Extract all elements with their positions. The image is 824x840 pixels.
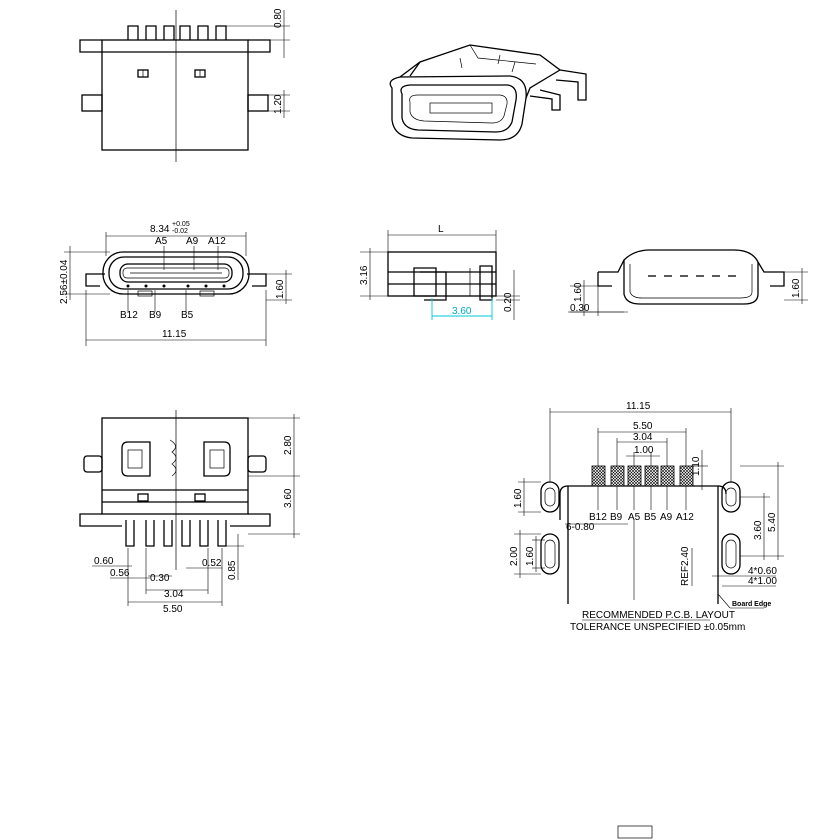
pcb-pin-a9: A9 [660, 512, 673, 523]
dim-pcb-hole-b: 4*1.00 [748, 576, 777, 587]
dim-pcb-360: 3.60 [753, 520, 764, 540]
dim-tab-height: 1.60 [275, 279, 286, 299]
dim-pcb-110: 1.10 [691, 456, 702, 476]
isometric-view [389, 44, 587, 141]
dim-total-width: 11.15 [162, 329, 187, 340]
top-view: 0.80 1.20 [79, 8, 290, 162]
side-view: L 3.16 3.60 0.20 [359, 224, 520, 320]
front-pin-a12: A12 [208, 236, 226, 247]
dim-pcb-total: 11.15 [626, 401, 651, 412]
dim-rear-right: 1.60 [791, 278, 802, 298]
dim-bottom-d: 0.52 [202, 558, 222, 569]
rear-view: 1.60 0.30 1.60 [568, 249, 808, 316]
board-edge-label: Board Edge [732, 601, 771, 608]
dim-pcb-100: 1.00 [634, 445, 654, 456]
dim-opening-tol-minus: -0.02 [172, 228, 188, 235]
pcb-pin-b9: B9 [610, 512, 623, 523]
pcb-pin-a5: A5 [628, 512, 641, 523]
front-pin-a9: A9 [186, 236, 199, 247]
pcb-pin-b12: B12 [589, 512, 607, 523]
dim-pcb-540: 5.40 [767, 512, 778, 532]
dim-bottom-f: 5.50 [163, 604, 183, 615]
dim-side-offset: 0.20 [503, 292, 514, 312]
dim-opening-height: 2.56±0.04 [59, 259, 70, 304]
bottom-view: 2.80 3.60 0.85 5.50 3.04 0.60 0.56 0.30 … [79, 410, 300, 615]
dim-bottom-lower: 3.60 [283, 488, 294, 508]
dim-pcb-160: 1.60 [513, 488, 524, 508]
dim-bottom-b: 0.56 [110, 568, 130, 579]
front-view: A5 A9 A12 B12 B9 B5 8.34 +0.05 -0.02 11.… [59, 221, 292, 346]
dim-pcb-hole-a: 4*0.60 [748, 566, 777, 577]
pcb-pin-b5: B5 [644, 512, 657, 523]
dim-opening-width: 8.34 [150, 224, 170, 235]
dim-rear-tab: 1.60 [573, 282, 584, 302]
front-pin-b5: B5 [181, 310, 194, 321]
dim-pcb-slot-count: 6-0.80 [566, 522, 595, 533]
dim-pcb-304: 3.04 [633, 432, 653, 443]
front-pin-b12: B12 [120, 310, 138, 321]
dim-bottom-a: 0.60 [94, 556, 114, 567]
dim-opening-tol-plus: +0.05 [172, 221, 190, 228]
pcb-tolerance: TOLERANCE UNSPECIFIED ±0.05mm [570, 622, 745, 633]
dim-bottom-upper: 2.80 [283, 435, 294, 455]
dim-pcb-160b: 1.60 [525, 546, 536, 566]
dim-bottom-e: 3.04 [164, 589, 184, 600]
dim-side-height: 3.16 [359, 265, 370, 285]
pcb-layout: B12 B9 A5 B5 A9 A12 11.15 5.50 3.04 1.00… [509, 401, 784, 633]
dim-pcb-550: 5.50 [633, 421, 653, 432]
front-pin-a5: A5 [155, 236, 168, 247]
dim-bottom-right: 0.85 [227, 560, 238, 580]
dim-rear-offset: 0.30 [570, 303, 590, 314]
dim-cyan: 3.60 [452, 306, 472, 317]
dim-pcb-200: 2.00 [509, 546, 520, 566]
front-pin-b9: B9 [149, 310, 162, 321]
dim-bottom-c: 0.30 [150, 573, 170, 584]
dim-peg: 1.20 [273, 94, 284, 114]
dim-pin-height: 0.80 [273, 8, 284, 28]
dim-pcb-ref: REF2.40 [680, 546, 691, 586]
pcb-layout-title: RECOMMENDED P.C.B. LAYOUT [582, 610, 735, 621]
dim-length: L [438, 224, 444, 235]
pcb-pin-a12: A12 [676, 512, 694, 523]
